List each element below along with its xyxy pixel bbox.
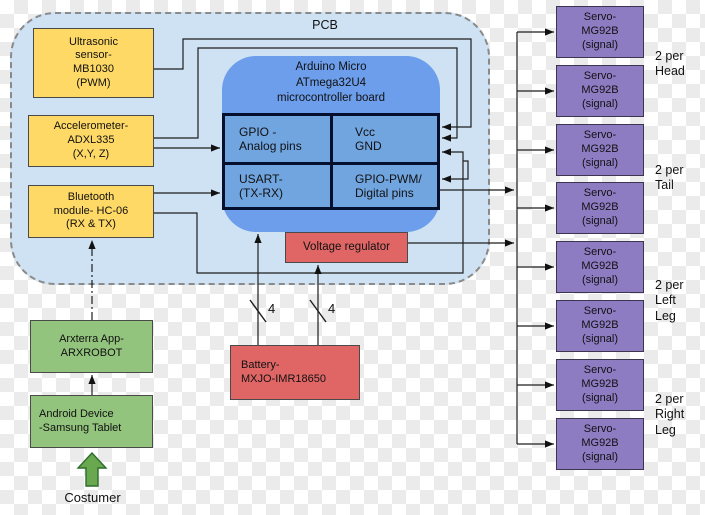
servo-group-head-label: 2 per Head — [655, 49, 685, 79]
android-device-box: Android Device -Samsung Tablet — [30, 395, 153, 448]
servo-box: Servo- MG92B (signal) — [556, 418, 644, 470]
quadrant-gpio-analog: GPIO - Analog pins — [225, 116, 330, 162]
servo-box: Servo- MG92B (signal) — [556, 241, 644, 293]
bus-width-label: 4 — [328, 301, 336, 316]
quadrant-usart: USART- (TX-RX) — [225, 165, 330, 207]
servo-box: Servo- MG92B (signal) — [556, 359, 644, 411]
arduino-micro-title: Arduino Micro ATmega32U4 microcontroller… — [276, 61, 385, 105]
bus-width-slash — [309, 299, 327, 323]
servo-box: Servo- MG92B (signal) — [556, 65, 644, 117]
servo-box: Servo- MG92B (signal) — [556, 124, 644, 176]
servo-box: Servo- MG92B (signal) — [556, 182, 644, 234]
bus-width-slash — [249, 299, 267, 323]
battery-box: Battery- MXJO-IMR18650 — [230, 345, 360, 400]
quadrant-gpio-pwm: GPIO-PWM/ Digital pins — [333, 165, 437, 207]
voltage-regulator-box: Voltage regulator — [285, 232, 408, 263]
servo-group-tail-label: 2 per Tail — [655, 163, 684, 193]
customer-arrow-icon — [76, 451, 108, 487]
bus-width-label: 4 — [268, 301, 276, 316]
servo-group-left-leg-label: 2 per Left Leg — [655, 278, 684, 323]
quadrant-vcc-gnd: Vcc GND — [333, 116, 437, 162]
pcb-label: PCB — [312, 18, 338, 32]
bluetooth-module-box: Bluetooth module- HC-06 (RX & TX) — [28, 185, 154, 238]
customer-label: Costumer — [64, 490, 121, 505]
arxterra-app-box: Arxterra App- ARXROBOT — [30, 320, 153, 373]
servo-box: Servo- MG92B (signal) — [556, 6, 644, 58]
servo-box: Servo- MG92B (signal) — [556, 300, 644, 352]
ultrasonic-sensor-box: Ultrasonic sensor- MB1030 (PWM) — [33, 28, 154, 98]
servo-group-right-leg-label: 2 per Right Leg — [655, 392, 685, 437]
accelerometer-box: Accelerometer- ADXL335 (X,Y, Z) — [28, 115, 154, 167]
arduino-pin-grid: GPIO - Analog pins Vcc GND USART- (TX-RX… — [222, 113, 440, 210]
